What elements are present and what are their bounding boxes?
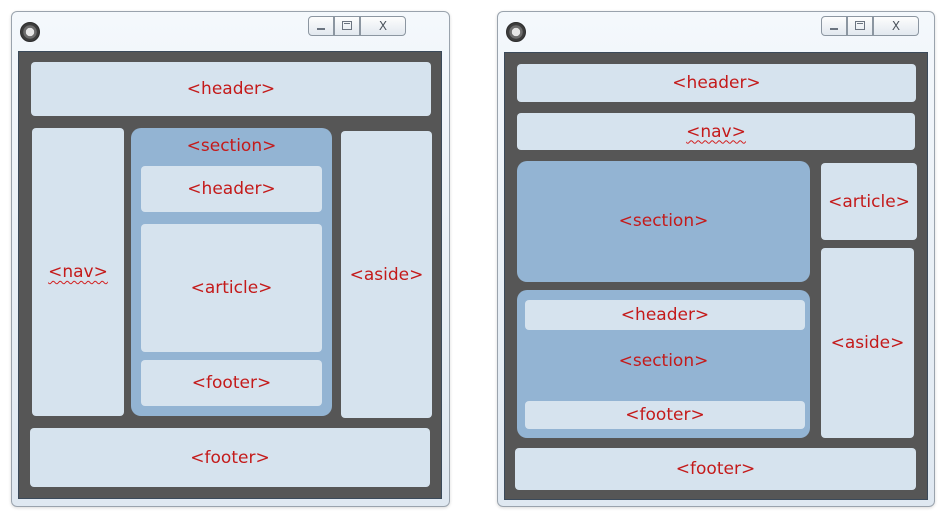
section-header-label: <header>: [187, 179, 276, 199]
footer-block: <footer>: [30, 428, 430, 487]
close-icon: X: [378, 19, 388, 33]
minimize-icon: [830, 28, 838, 30]
app-icon[interactable]: [20, 22, 40, 42]
nav-label: <nav>: [686, 121, 746, 142]
footer-block: <footer>: [515, 448, 916, 490]
close-icon: X: [891, 19, 901, 33]
section-bottom-footer-block: <footer>: [525, 401, 805, 429]
footer-label: <footer>: [675, 459, 756, 479]
client-area: <header> <nav> <section> <header> <artic…: [18, 51, 442, 499]
section-bottom-label: <section>: [618, 351, 709, 371]
close-button[interactable]: X: [360, 16, 406, 36]
section-bottom-header-label: <header>: [620, 305, 710, 325]
section-top-label: <section>: [618, 211, 709, 231]
maximize-button[interactable]: [334, 16, 360, 36]
title-bar[interactable]: X: [498, 12, 934, 56]
section-block: <section> <header> <article> <footer>: [131, 128, 332, 416]
header-label: <header>: [186, 79, 276, 99]
client-area: <header> <nav> <section> <header> <secti…: [504, 52, 928, 500]
app-icon[interactable]: [506, 22, 526, 42]
article-block: <article>: [141, 224, 322, 352]
window-controls: X: [308, 16, 406, 38]
section-bottom-footer-label: <footer>: [625, 405, 705, 425]
article-label: <article>: [828, 191, 910, 212]
aside-label: <aside>: [830, 333, 905, 353]
header-block: <header>: [31, 62, 431, 116]
header-block: <header>: [517, 64, 916, 102]
close-button[interactable]: X: [873, 16, 919, 36]
section-bottom-block: <header> <section> <footer>: [517, 290, 810, 438]
nav-block: <nav>: [517, 113, 915, 150]
section-top-block: <section>: [517, 161, 810, 282]
minimize-icon: [317, 28, 325, 30]
window-controls: X: [821, 16, 919, 38]
title-bar[interactable]: X: [12, 12, 449, 56]
window-left: X <header> <nav> <section> <header> <art…: [11, 11, 450, 507]
nav-block: <nav>: [32, 128, 124, 416]
section-footer-block: <footer>: [141, 360, 322, 406]
maximize-icon: [342, 21, 352, 30]
section-bottom-header-block: <header>: [525, 300, 805, 330]
minimize-button[interactable]: [821, 16, 847, 36]
minimize-button[interactable]: [308, 16, 334, 36]
article-label: <article>: [190, 278, 273, 298]
maximize-button[interactable]: [847, 16, 873, 36]
maximize-icon: [855, 21, 865, 30]
aside-label: <aside>: [349, 264, 424, 285]
section-footer-label: <footer>: [191, 373, 272, 393]
section-label: <section>: [186, 136, 277, 156]
window-right: X <header> <nav> <section> <header> <sec…: [497, 11, 935, 507]
section-header-block: <header>: [141, 166, 322, 212]
nav-label: <nav>: [48, 262, 108, 282]
aside-block: <aside>: [341, 131, 432, 418]
aside-block: <aside>: [821, 248, 914, 438]
header-label: <header>: [672, 73, 761, 93]
article-block: <article>: [821, 163, 917, 240]
footer-label: <footer>: [190, 447, 270, 468]
